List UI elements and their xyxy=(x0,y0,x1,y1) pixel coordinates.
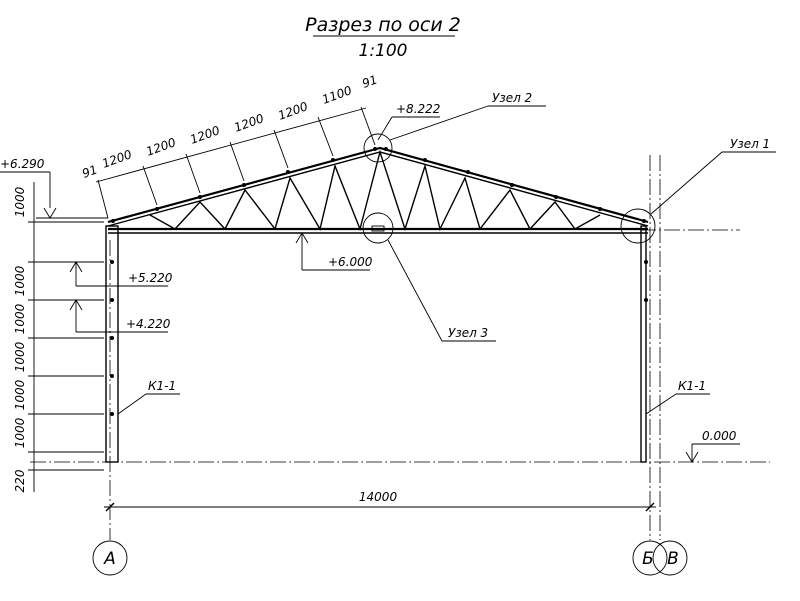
axis-label-v: В xyxy=(667,549,679,569)
elevation-marks: +8.222 +6.290 +6.000 +5.220 +4.220 0.000 xyxy=(0,102,740,463)
span-value: 14000 xyxy=(359,490,398,504)
girt-left-2 xyxy=(110,298,114,302)
purlin-12 xyxy=(554,195,558,199)
node3-plate xyxy=(371,225,385,232)
node3-leader xyxy=(387,239,443,342)
right-column-label: К1-1 xyxy=(678,379,706,393)
height-dim-4: 1000 xyxy=(13,341,27,372)
slope-dim-4: 1200 xyxy=(188,123,222,147)
slope-dim-5: 1200 xyxy=(232,111,266,135)
axis-lines xyxy=(30,155,770,540)
span-dimension: 14000 xyxy=(104,490,656,512)
slope-dim-1: 91 xyxy=(80,162,99,180)
right-column xyxy=(640,225,647,463)
span-tick-right xyxy=(645,502,655,512)
slope-dim-6: 1200 xyxy=(276,99,310,123)
slope-ext-5 xyxy=(273,129,289,169)
ridge-leader xyxy=(377,116,393,141)
ground-elevation: 0.000 xyxy=(702,429,737,443)
node2-label: Узел 2 xyxy=(492,91,532,105)
axis-bubble-b xyxy=(632,540,668,576)
right-column-leader xyxy=(645,393,677,415)
girt-left-4 xyxy=(110,374,114,378)
purlin-1 xyxy=(111,219,115,223)
node1-leader xyxy=(650,151,723,215)
purlin-6 xyxy=(331,158,335,162)
slope-dim-8: 91 xyxy=(360,72,379,90)
axis-bubble-a xyxy=(92,540,128,576)
node3-circle xyxy=(362,212,394,244)
axis-label-a: А xyxy=(103,549,116,569)
axis-bubbles: А Б В xyxy=(92,540,688,576)
slope-ext-4 xyxy=(229,141,245,182)
purlin-7 xyxy=(373,147,377,151)
height-dim-3: 1000 xyxy=(13,303,27,334)
left-column xyxy=(105,225,119,463)
purlin-14 xyxy=(642,219,646,223)
ground-arrow xyxy=(685,451,699,463)
purlin-11 xyxy=(510,183,514,187)
slope-dim-2: 1200 xyxy=(100,147,134,171)
left-column-leader xyxy=(117,393,147,415)
node2-circle xyxy=(363,133,393,163)
purlin-5 xyxy=(286,170,290,174)
drawing-title: Разрез по оси 2 1:100 xyxy=(305,14,461,61)
chord-arrow xyxy=(295,232,309,244)
slope-ext-1 xyxy=(97,179,109,219)
purlin-9 xyxy=(423,158,427,162)
girt-lower-elevation: +4.220 xyxy=(126,317,171,331)
column-marks: К1-1 К1-1 xyxy=(117,379,710,415)
purlin-10 xyxy=(466,170,470,174)
node3-label: Узел 3 xyxy=(448,326,488,340)
girt-left-3 xyxy=(110,336,114,340)
scale-text: 1:100 xyxy=(359,41,408,61)
slope-dim-7: 1100 xyxy=(320,83,354,107)
purlin-3 xyxy=(198,195,202,199)
ridge-elevation: +8.222 xyxy=(396,102,440,116)
height-dim-7: 220 xyxy=(13,469,27,492)
girt-right-1 xyxy=(644,260,648,264)
axis-bubble-v xyxy=(652,540,688,576)
height-dimensions: 1000 1000 1000 1000 1000 1000 220 xyxy=(13,182,104,492)
chord-elevation: +6.000 xyxy=(328,255,373,269)
purlin-2 xyxy=(155,207,159,211)
columns xyxy=(105,225,647,463)
slope-ext-2 xyxy=(142,165,158,206)
axis-label-b: Б xyxy=(642,549,654,569)
node-callouts: Узел 2 Узел 1 Узел 3 xyxy=(362,91,776,342)
slope-dim-3: 1200 xyxy=(144,135,178,159)
girt-right-2 xyxy=(644,298,648,302)
eave-elevation: +6.290 xyxy=(0,157,45,171)
span-tick-left xyxy=(105,502,115,512)
node2-leader xyxy=(389,105,489,141)
truss xyxy=(107,146,649,234)
slope-dimensions: 91 1200 1200 1200 1200 1200 1100 91 xyxy=(80,72,379,219)
truss-web xyxy=(149,149,601,232)
height-dim-5: 1000 xyxy=(13,379,27,410)
girt-upper-elevation: +5.220 xyxy=(128,271,173,285)
girt-left-5 xyxy=(110,412,114,416)
girt-left-1 xyxy=(110,260,114,264)
wall-girts xyxy=(110,260,648,416)
height-dim-6: 1000 xyxy=(13,417,27,448)
eave-arrow xyxy=(43,207,57,219)
purlin-13 xyxy=(598,207,602,211)
slope-ext-6 xyxy=(317,116,334,157)
slope-ext-3 xyxy=(185,153,201,194)
left-column-label: К1-1 xyxy=(148,379,176,393)
purlins xyxy=(111,147,646,223)
purlin-8 xyxy=(384,147,388,151)
node1-label: Узел 1 xyxy=(730,137,770,151)
slope-ext-7 xyxy=(360,106,376,146)
height-dim-1: 1000 xyxy=(13,186,27,217)
height-dim-2: 1000 xyxy=(13,265,27,296)
node1-circle xyxy=(620,208,656,244)
title-text: Разрез по оси 2 xyxy=(305,14,461,36)
purlin-4 xyxy=(242,183,246,187)
